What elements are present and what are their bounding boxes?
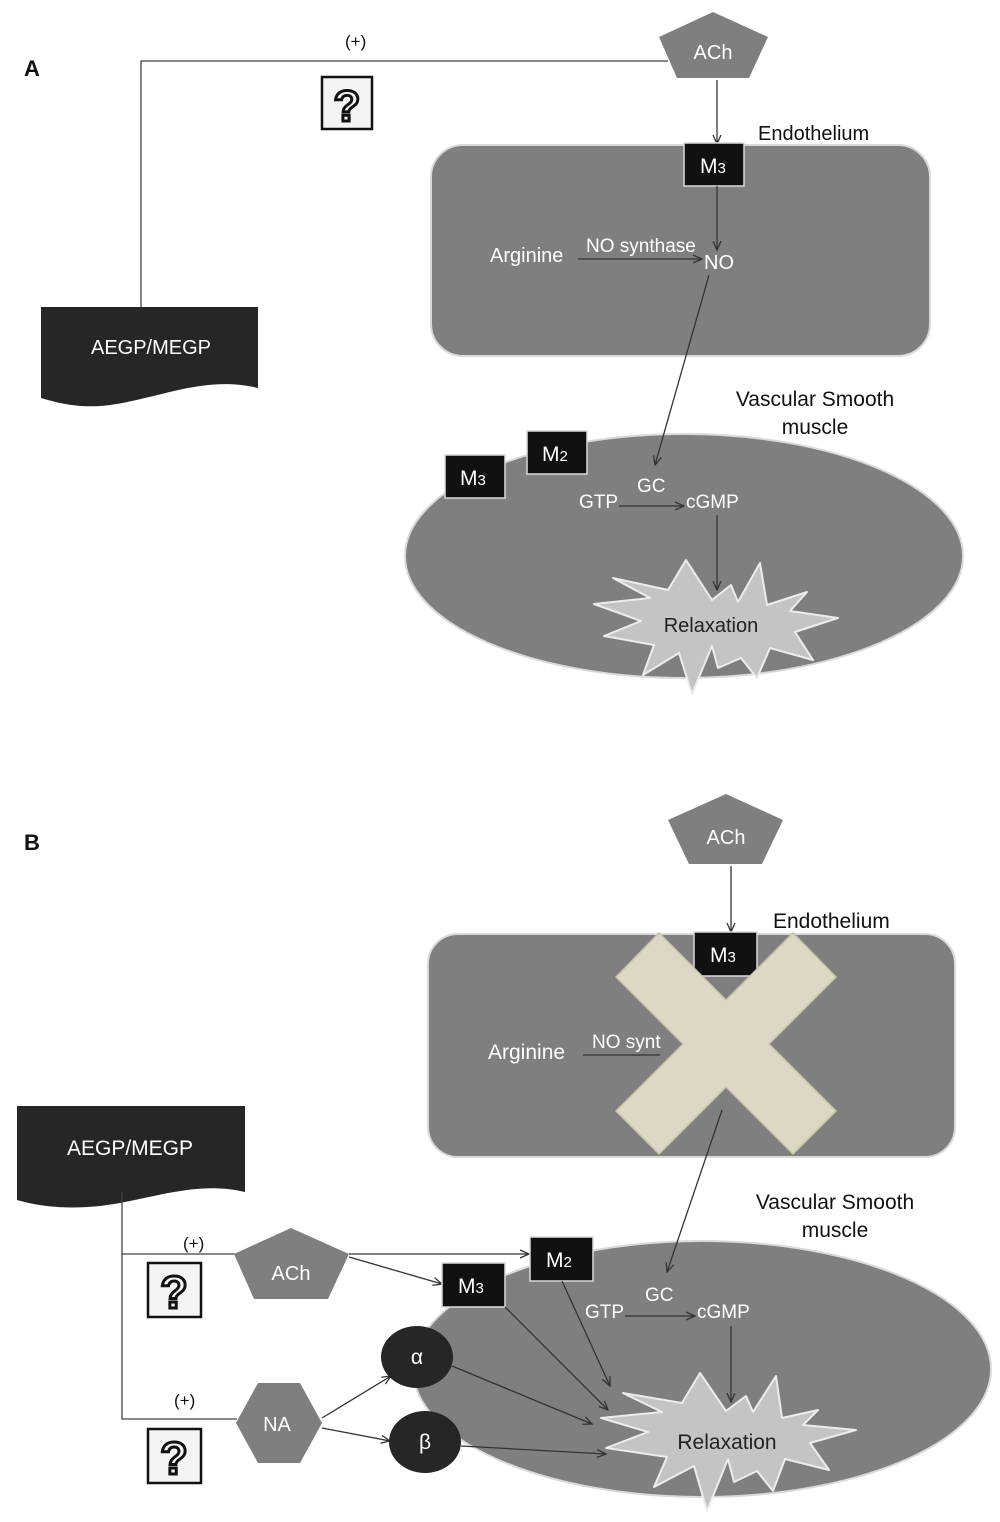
no-label: NO: [704, 252, 734, 274]
connector-extract-branches: [121, 1192, 237, 1420]
m3-receptor-endothelium-b: M3: [693, 931, 758, 977]
arrow-m2-to-relaxation: [561, 1280, 610, 1386]
vsm-label-line2-b: muscle: [802, 1219, 869, 1242]
svg-text:M2: M2: [546, 1249, 572, 1272]
alpha-label: α: [411, 1346, 423, 1369]
na-label: NA: [263, 1414, 291, 1436]
svg-text:M3: M3: [710, 944, 736, 967]
cgmp-label-b: cGMP: [697, 1302, 750, 1323]
endothelium-cell: [430, 144, 931, 357]
vsm-label-line1: Vascular Smooth: [736, 388, 894, 411]
ach-pentagon-released: ACh: [234, 1228, 349, 1299]
extract-label: AEGP/MEGP: [91, 337, 211, 359]
relaxation-label-b: Relaxation: [677, 1431, 776, 1454]
vsm-label-line2: muscle: [782, 416, 849, 439]
unknown-mechanism-box-ach: ?: [146, 1261, 203, 1320]
panel-a: A (+) ? AEGP/MEGP ACh Endothelium M3 Arg…: [24, 12, 964, 695]
ach-top-label: ACh: [707, 827, 746, 849]
gtp-label-b: GTP: [585, 1302, 624, 1323]
svg-text:M3: M3: [460, 467, 486, 490]
plus-sign-ach: (+): [183, 1234, 204, 1253]
svg-text:M3: M3: [458, 1275, 484, 1298]
relaxation-burst: Relaxation: [593, 559, 839, 695]
ach-pentagon-top: ACh: [668, 794, 783, 864]
ach-pentagon: ACh: [659, 12, 768, 78]
gc-label: GC: [637, 476, 666, 497]
m2-receptor-vsm-b: M2: [529, 1236, 594, 1282]
m3-receptor-vsm-b: M3: [441, 1262, 506, 1308]
question-mark-icon-1: ?: [160, 1267, 188, 1318]
arrow-no-to-gc: [655, 274, 710, 465]
relaxation-label: Relaxation: [664, 615, 759, 637]
connector-extract-to-ach: [140, 60, 668, 307]
question-mark-icon-2: ?: [160, 1433, 188, 1484]
relaxation-burst-b: Relaxation: [600, 1372, 857, 1512]
extract-label-b: AEGP/MEGP: [67, 1137, 193, 1160]
unknown-mechanism-box-na: ?: [146, 1427, 203, 1486]
vsm-label-line1-b: Vascular Smooth: [756, 1191, 914, 1214]
m2-receptor-vsm: M2: [526, 430, 588, 475]
panel-a-label: A: [24, 56, 40, 81]
gtp-label: GTP: [579, 492, 618, 513]
arrow-na-to-alpha: [321, 1376, 391, 1419]
arginine-label: Arginine: [490, 245, 563, 267]
question-mark-icon: ?: [334, 82, 361, 131]
panel-b-label: B: [24, 830, 40, 855]
cgmp-label: cGMP: [686, 492, 739, 513]
extract-banner-b: AEGP/MEGP: [17, 1106, 245, 1208]
beta-label: β: [419, 1431, 431, 1454]
arrow-na-to-beta: [321, 1427, 390, 1441]
ach-released-label: ACh: [272, 1263, 311, 1285]
arrow-m3-to-relaxation: [504, 1306, 608, 1410]
svg-text:M2: M2: [542, 443, 568, 466]
panel-b: B ACh Endothelium M3 Arginine NO synt Va…: [17, 794, 992, 1512]
arginine-label-b: Arginine: [488, 1041, 565, 1064]
arrow-ach-to-m3: [348, 1256, 442, 1284]
arrow-endo-to-gc: [667, 1109, 723, 1272]
m3-receptor-endothelium: M3: [683, 142, 745, 187]
no-synthase-partial-label: NO synt: [592, 1032, 661, 1053]
alpha-receptor: α: [381, 1326, 453, 1388]
na-hexagon: NA: [236, 1383, 322, 1463]
no-synthase-label: NO synthase: [586, 236, 696, 257]
m3-receptor-vsm: M3: [444, 454, 506, 499]
blocked-cross-icon: [614, 931, 838, 1156]
endothelium-label-b: Endothelium: [773, 910, 890, 933]
extract-banner: AEGP/MEGP: [41, 307, 258, 407]
plus-sign: (+): [345, 32, 366, 51]
arrow-alpha-to-relaxation: [451, 1365, 592, 1424]
endothelium-label: Endothelium: [758, 123, 869, 145]
arrow-beta-to-relaxation: [460, 1445, 606, 1454]
svg-text:M3: M3: [700, 155, 726, 178]
beta-receptor: β: [389, 1411, 461, 1473]
unknown-mechanism-box: ?: [320, 75, 374, 133]
plus-sign-na: (+): [174, 1391, 195, 1410]
ach-label: ACh: [694, 42, 733, 64]
gc-label-b: GC: [645, 1285, 674, 1306]
